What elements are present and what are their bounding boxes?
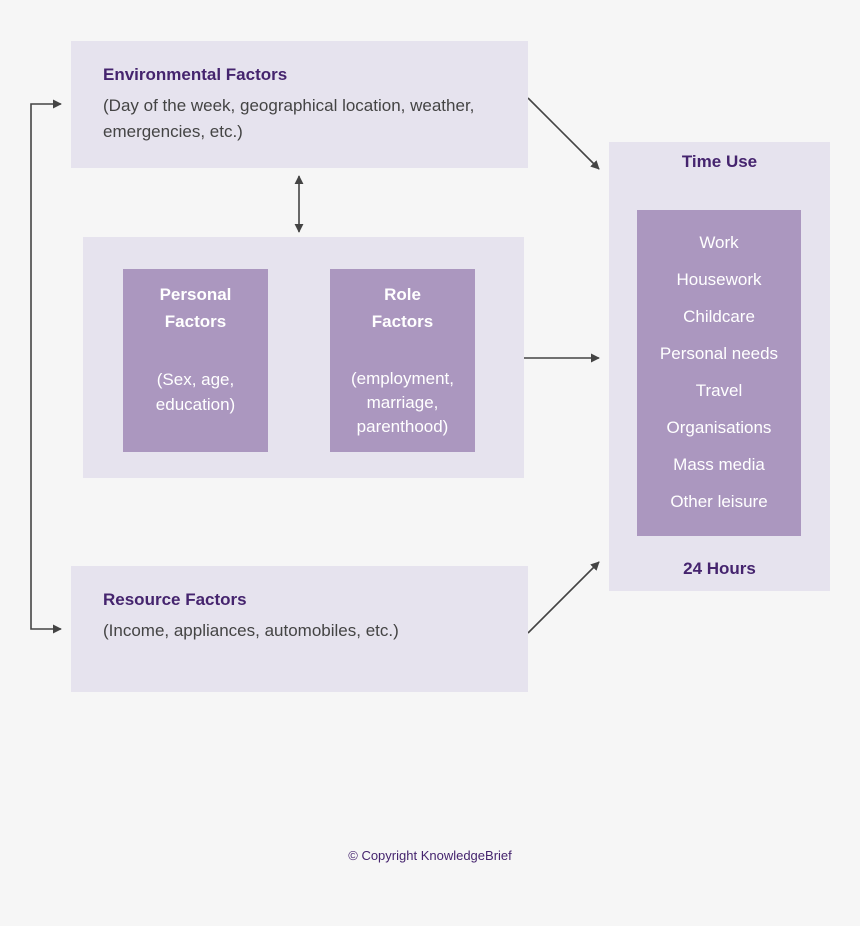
time-use-item: Organisations <box>666 418 772 437</box>
personal-role-group: Personal Factors (Sex, age, education) R… <box>83 237 524 478</box>
personal-title-line: Personal <box>159 285 232 304</box>
personal-factors-box: Personal Factors (Sex, age, education) <box>123 269 268 452</box>
time-use-list: Work Housework Childcare Personal needs … <box>637 210 801 536</box>
role-title-line: Factors <box>371 312 434 331</box>
time-use-item: Work <box>699 233 739 252</box>
personal-title-line: Factors <box>164 312 227 331</box>
time-use-title: Time Use <box>681 152 758 171</box>
role-desc-line: marriage, <box>366 393 439 412</box>
time-use-footer: 24 Hours <box>683 559 756 578</box>
resource-factors-box: Resource Factors (Income, appliances, au… <box>71 566 528 692</box>
personal-factors-desc: (Sex, age, education) <box>123 367 268 417</box>
environmental-factors-desc: (Day of the week, geographical location,… <box>103 96 475 141</box>
role-desc-line: (employment, <box>351 369 454 388</box>
time-use-item: Personal needs <box>659 344 779 363</box>
time-use-item: Mass media <box>673 455 765 474</box>
role-title-line: Role <box>384 285 421 304</box>
environmental-factors-title: Environmental Factors <box>103 65 288 84</box>
role-desc-line: parenthood) <box>356 417 449 436</box>
arrow-env-to-time <box>527 97 600 170</box>
personal-factors-title: Personal Factors <box>123 281 268 335</box>
arrow-resource-to-time <box>527 561 600 634</box>
personal-desc-line: education) <box>155 395 236 414</box>
time-use-box: Time Use Work Housework Childcare Person… <box>609 142 830 591</box>
role-factors-box: Role Factors (employment, marriage, pare… <box>330 269 475 452</box>
resource-factors-desc: (Income, appliances, automobiles, etc.) <box>103 621 399 640</box>
loop-connector-env-resource <box>30 99 62 634</box>
personal-desc-line: (Sex, age, <box>156 370 235 389</box>
time-use-item: Housework <box>676 270 762 289</box>
time-use-item: Childcare <box>683 307 755 326</box>
environmental-factors-box: Environmental Factors (Day of the week, … <box>71 41 528 168</box>
time-use-item: Travel <box>695 381 743 400</box>
role-factors-desc: (employment, marriage, parenthood) <box>330 367 475 439</box>
resource-factors-title: Resource Factors <box>103 590 247 609</box>
copyright-text: © Copyright KnowledgeBrief <box>348 848 512 863</box>
role-factors-title: Role Factors <box>330 281 475 335</box>
time-use-item: Other leisure <box>670 492 768 511</box>
